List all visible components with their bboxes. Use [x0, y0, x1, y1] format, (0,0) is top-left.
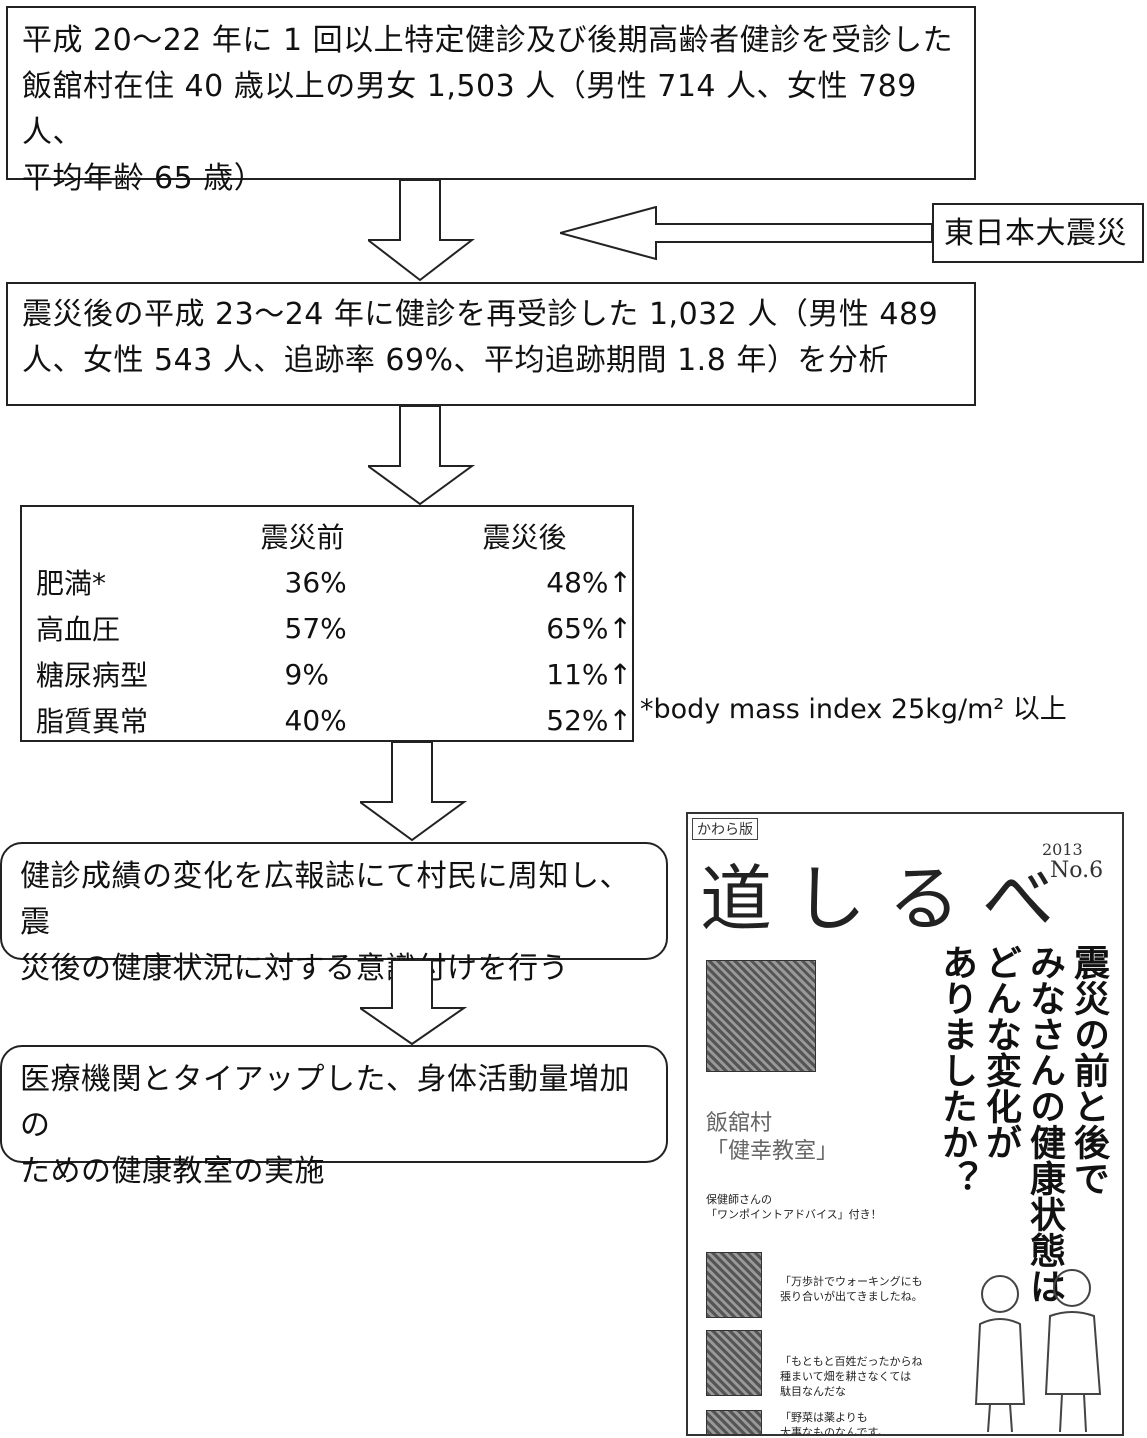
followup-box: 震災後の平成 23〜24 年に健診を再受診した 1,032 人（男性 489 人… [6, 282, 976, 406]
row-before: 9% [284, 657, 329, 691]
newsletter-cover: かわら版 道しるべ 2013 No.6 飯舘村 「健幸教室」 震災の前と後で み… [686, 812, 1124, 1436]
cover-headline: 震災の前と後で みなさんの健康状態は どんな変化が ありましたか？ [936, 944, 1109, 1304]
cover-issue-number: No.6 [1050, 858, 1104, 883]
action-step-1-text: 健診成績の変化を広報誌にて村民に周知し、震 災後の健康状況に対する意識付けを行う [20, 859, 630, 986]
cohort-baseline-box: 平成 20〜22 年に 1 回以上特定健診及び後期高齢者健診を受診した 飯舘村在… [6, 6, 976, 196]
cover-village-label: 飯舘村 「健幸教室」 [706, 1111, 839, 1164]
results-table: 震災前 震災後 肥満* 36% 48%↑ 高血圧 57% 65%↑ 糖尿病型 9… [36, 513, 632, 743]
disaster-box: 東日本大震災 [932, 203, 1144, 263]
followup-text: 震災後の平成 23〜24 年に健診を再受診した 1,032 人（男性 489 人… [22, 297, 939, 378]
row-after: 48%↑ [546, 565, 632, 599]
down-arrow-2 [368, 406, 476, 506]
bmi-footnote: *body mass index 25kg/m² 以上 [640, 694, 1067, 725]
down-arrow-1 [368, 180, 475, 282]
cover-quote-2: 「もともと百姓だったからね 種まいて畑を耕さなくては 駄目なんだな [780, 1355, 923, 1398]
row-after: 65%↑ [546, 611, 632, 645]
row-label: 脂質異常 [36, 705, 149, 738]
row-before: 40% [284, 703, 347, 737]
action-step-1: 健診成績の変化を広報誌にて村民に周知し、震 災後の健康状況に対する意識付けを行う [0, 842, 668, 986]
action-step-2: 医療機関とタイアップした、身体活動量増加の ための健康教室の実施 [0, 1045, 668, 1189]
down-arrow-4 [360, 960, 468, 1046]
results-table-box: 震災前 震災後 肥満* 36% 48%↑ 高血圧 57% 65%↑ 糖尿病型 9… [20, 505, 634, 742]
row-label: 高血圧 [36, 613, 121, 646]
row-after: 52%↑ [546, 703, 632, 737]
cover-quote-3: 「野菜は薬よりも 大事なものなんです。 [780, 1411, 889, 1436]
table-header-row: 震災前 震災後 [36, 513, 632, 559]
row-before: 36% [284, 565, 347, 599]
action-step-2-text: 医療機関とタイアップした、身体活動量増加の ための健康教室の実施 [20, 1062, 630, 1189]
down-arrow-3 [360, 742, 468, 842]
cover-photo-person-1 [706, 1252, 762, 1318]
row-after: 11%↑ [546, 657, 632, 691]
table-row: 脂質異常 40% 52%↑ [36, 697, 632, 743]
cohort-baseline-text: 平成 20〜22 年に 1 回以上特定健診及び後期高齢者健診を受診した 飯舘村在… [22, 23, 954, 196]
table-row: 高血圧 57% 65%↑ [36, 605, 632, 651]
header-before: 震災前 [260, 521, 345, 554]
cover-photo-person-3 [706, 1410, 762, 1434]
left-arrow [560, 206, 933, 261]
cover-photo-class [706, 960, 816, 1072]
table-row: 肥満* 36% 48%↑ [36, 559, 632, 605]
row-label: 肥満* [36, 567, 107, 600]
cover-year: 2013 [1042, 840, 1083, 859]
disaster-label: 東日本大震災 [944, 216, 1127, 251]
cover-title: 道しるべ [700, 857, 1077, 941]
cover-advice-label: 保健師さんの 「ワンポイントアドバイス」付き！ [706, 1193, 882, 1221]
table-row: 糖尿病型 9% 11%↑ [36, 651, 632, 697]
cover-photo-person-2 [706, 1330, 762, 1396]
header-after: 震災後 [482, 521, 567, 554]
cover-illustration-people [974, 1269, 1102, 1433]
row-label: 糖尿病型 [36, 659, 149, 692]
row-before: 57% [284, 611, 347, 645]
cover-quote-1: 「万歩計でウォーキングにも 張り合いが出てきましたね。 [780, 1275, 923, 1303]
cover-edition-label: かわら版 [692, 818, 758, 840]
